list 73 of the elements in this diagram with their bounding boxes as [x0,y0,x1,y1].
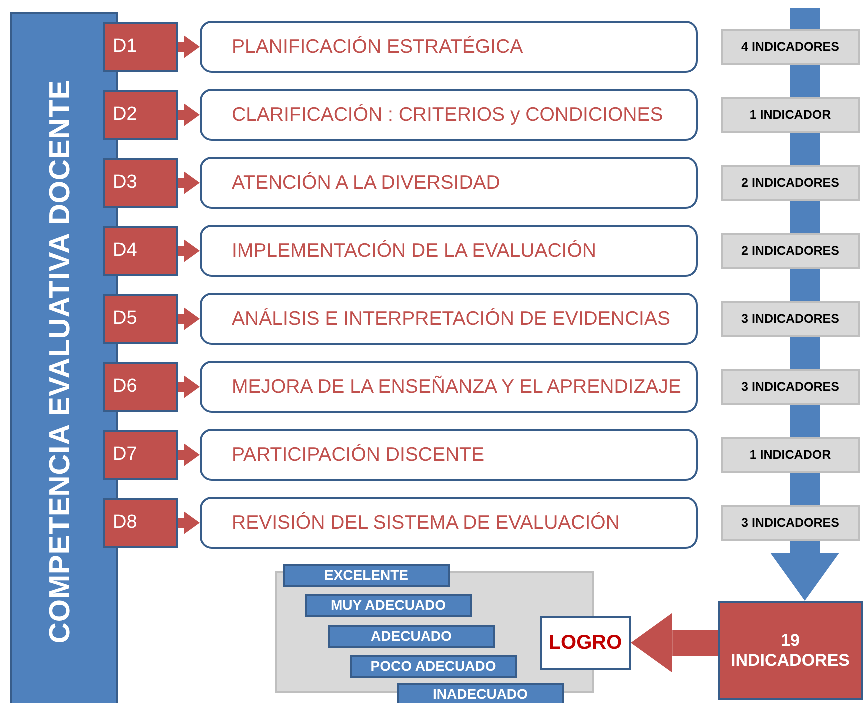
level-label: POCO ADECUADO [370,658,496,675]
indicator-count: 1 INDICADOR [750,108,832,122]
dimension-box [200,89,698,141]
block-arrow [178,36,200,58]
dimension-box [200,293,698,345]
indicator-count: 3 INDICADORES [742,516,840,530]
block-arrow [178,512,200,534]
indicator-count: 1 INDICADOR [750,448,832,462]
total-indicators-box [718,601,863,700]
dimension-code: D5 [113,308,138,330]
dimension-code-box [103,158,178,208]
dimension-title: ANÁLISIS E INTERPRETACIÓN DE EVIDENCIAS [232,308,670,330]
dimension-box [200,361,698,413]
dimension-code-box [103,90,178,140]
indicator-count-box [721,505,860,541]
indicator-count-box [721,437,860,473]
dimension-code-box [103,498,178,548]
block-arrow [178,104,200,126]
level-label: EXCELENTE [324,567,408,584]
level-bar [328,625,495,648]
dimension-code-box [103,430,178,480]
level-bar [397,683,564,703]
dimension-code: D6 [113,376,138,398]
block-arrow [178,444,200,466]
vertical-title: COMPETENCIA EVALUATIVA DOCENTE [44,80,78,644]
block-arrow [178,308,200,330]
level-bar [350,655,517,678]
achievement-box [540,616,631,670]
dimension-box [200,497,698,549]
dimension-code: D3 [113,172,138,194]
dimension-box [200,225,698,277]
dimension-box [200,429,698,481]
indicator-count: 2 INDICADORES [742,176,840,190]
dimension-code-box [103,294,178,344]
indicator-count-box [721,165,860,201]
indicator-count: 4 INDICADORES [742,40,840,54]
dimension-title: IMPLEMENTACIÓN DE LA EVALUACIÓN [232,240,596,262]
dimension-code-box [103,362,178,412]
block-arrow [770,541,840,601]
level-label: ADECUADO [371,628,452,645]
dimension-code: D4 [113,240,138,262]
level-bar [283,564,450,587]
achievement-label: LOGRO [548,632,622,654]
block-arrow [178,172,200,194]
indicator-count-box [721,29,860,65]
dimension-code: D2 [113,104,138,126]
indicator-count: 3 INDICADORES [742,312,840,326]
block-arrow [178,240,200,262]
dimension-code: D1 [113,36,138,58]
total-label: 19 INDICADORES [730,630,851,670]
dimension-box [200,157,698,209]
dimension-title: PLANIFICACIÓN ESTRATÉGICA [232,36,524,58]
dimension-title: ATENCIÓN A LA DIVERSIDAD [232,172,500,194]
indicator-count-box [721,369,860,405]
dimension-box [200,21,698,73]
indicator-count-box [721,97,860,133]
block-arrow [631,613,718,673]
indicator-count-box [721,301,860,337]
indicator-count: 2 INDICADORES [742,244,840,258]
indicator-count-box [721,233,860,269]
level-bar [305,594,472,617]
dimension-title: REVISIÓN DEL SISTEMA DE EVALUACIÓN [232,512,620,534]
dimension-title: PARTICIPACIÓN DISCENTE [232,444,484,466]
dimension-code-box [103,22,178,72]
level-label: INADECUADO [433,686,528,703]
dimension-code: D8 [113,512,138,534]
dimension-title: MEJORA DE LA ENSEÑANZA Y EL APRENDIZAJE [232,376,682,398]
dimension-code: D7 [113,444,138,466]
indicator-count: 3 INDICADORES [742,380,840,394]
block-arrow [178,376,200,398]
dimension-title: CLARIFICACIÓN : CRITERIOS y CONDICIONES [232,104,664,126]
dimension-code-box [103,226,178,276]
level-label: MUY ADECUADO [330,597,446,614]
